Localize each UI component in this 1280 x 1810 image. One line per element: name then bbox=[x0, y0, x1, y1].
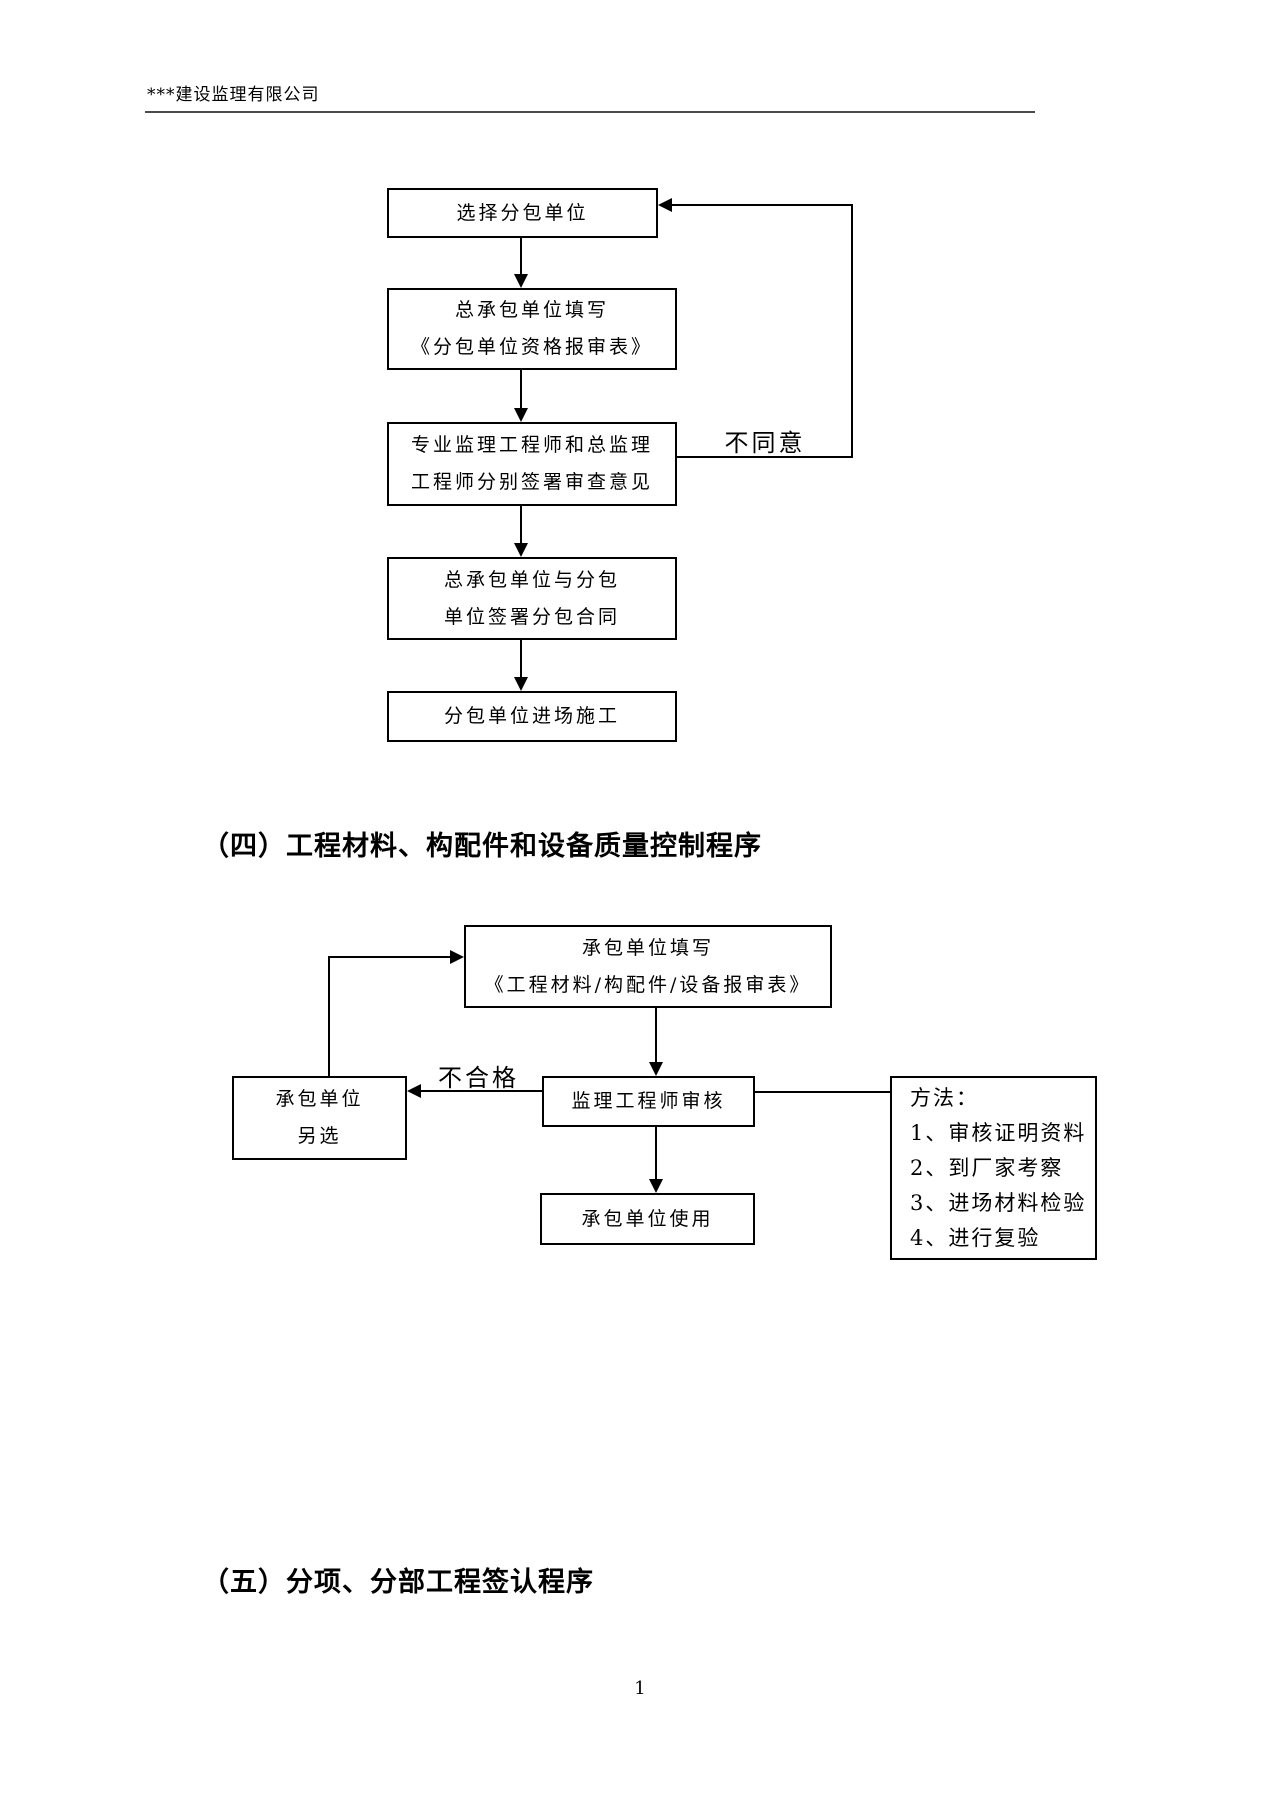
flow2-box-fill-material-form: 承包单位填写 《工程材料/构配件/设备报审表》 bbox=[464, 925, 832, 1008]
flow2-box-methods: 方法： 1、审核证明资料 2、到厂家考察 3、进场材料检验 4、进行复验 bbox=[890, 1076, 1097, 1260]
flow1-box-contract-line1: 总承包单位与分包 bbox=[443, 568, 620, 591]
flow1-box-contract-line2: 单位签署分包合同 bbox=[443, 605, 620, 628]
flow1-box-enter-site-label: 分包单位进场施工 bbox=[443, 705, 620, 727]
flow2-loop-vertical-line bbox=[328, 956, 330, 1076]
section-heading-4: （四）工程材料、构配件和设备质量控制程序 bbox=[202, 831, 762, 862]
header-rule bbox=[145, 111, 1035, 113]
flow1-arrow-down-3-icon bbox=[514, 543, 528, 557]
flow1-connector-1 bbox=[520, 238, 522, 276]
flow1-box-fill-line2: 《分包单位资格报审表》 bbox=[410, 336, 653, 358]
flow2-methods-item-4: 4、进行复验 bbox=[910, 1225, 1041, 1250]
flow1-edge-label-disagree: 不同意 bbox=[724, 429, 806, 457]
flow2-methods-item-1: 1、审核证明资料 bbox=[910, 1120, 1087, 1145]
flow1-box-engineer-review: 专业监理工程师和总监理 工程师分别签署审查意见 bbox=[387, 422, 677, 506]
flow2-box-engineer-review: 监理工程师审核 bbox=[542, 1076, 755, 1127]
flow1-box-sign-contract: 总承包单位与分包 单位签署分包合同 bbox=[387, 557, 677, 640]
flow1-loop-top-line bbox=[670, 204, 853, 206]
page-number: 1 bbox=[634, 1678, 646, 1699]
flow1-loop-vertical-line bbox=[851, 204, 853, 458]
flow2-arrow-down-1-icon bbox=[649, 1062, 663, 1076]
flow1-arrow-down-4-icon bbox=[514, 677, 528, 691]
flow2-edge-label-fail: 不合格 bbox=[438, 1064, 519, 1092]
flow1-arrow-down-2-icon bbox=[514, 408, 528, 422]
flow1-box-enter-site: 分包单位进场施工 bbox=[387, 691, 677, 742]
flow2-arrow-left-icon bbox=[407, 1084, 421, 1098]
flow1-box-fill-qualification-form: 总承包单位填写 《分包单位资格报审表》 bbox=[387, 288, 677, 370]
flow1-connector-2 bbox=[520, 370, 522, 408]
flow2-box-use-label: 承包单位使用 bbox=[581, 1207, 714, 1230]
flow2-fail-line bbox=[421, 1090, 542, 1092]
flow2-methods-item-3: 3、进场材料检验 bbox=[910, 1190, 1087, 1215]
flow2-box-reselect-contractor: 承包单位 另选 bbox=[232, 1076, 407, 1160]
flow2-box-reselect-line2: 另选 bbox=[297, 1125, 342, 1147]
section-heading-5: （五）分项、分部工程签认程序 bbox=[202, 1567, 594, 1598]
flow2-box-fill-line1: 承包单位填写 bbox=[581, 936, 714, 959]
flow1-box-fill-line1: 总承包单位填写 bbox=[454, 299, 609, 321]
flow2-connector-2 bbox=[655, 1127, 657, 1179]
flow1-box-review-line1: 专业监理工程师和总监理 bbox=[410, 434, 653, 456]
flow1-connector-3 bbox=[520, 506, 522, 543]
flow2-connector-1 bbox=[655, 1008, 657, 1062]
flow1-box-review-line2: 工程师分别签署审查意见 bbox=[410, 471, 653, 493]
flow1-box-select-label: 选择分包单位 bbox=[456, 201, 589, 224]
flow1-loop-bottom-line bbox=[677, 456, 853, 458]
flow1-box-select-subcontractor: 选择分包单位 bbox=[387, 188, 658, 238]
flow2-loop-top-line bbox=[328, 956, 450, 958]
flow1-arrow-left-icon bbox=[658, 198, 672, 212]
flow2-box-contractor-use: 承包单位使用 bbox=[540, 1193, 755, 1245]
flow2-methods-connector bbox=[755, 1091, 890, 1093]
flow2-methods-title: 方法： bbox=[910, 1085, 979, 1110]
flow2-box-reselect-line1: 承包单位 bbox=[275, 1088, 364, 1110]
header-company-name: ***建设监理有限公司 bbox=[147, 85, 320, 105]
flow2-box-fill-line2: 《工程材料/构配件/设备报审表》 bbox=[484, 973, 812, 996]
flow2-arrow-right-icon bbox=[450, 950, 464, 964]
flow2-arrow-down-2-icon bbox=[649, 1179, 663, 1193]
flow2-methods-item-2: 2、到厂家考察 bbox=[910, 1155, 1064, 1180]
flow2-box-review-label: 监理工程师审核 bbox=[571, 1090, 726, 1112]
flow1-connector-4 bbox=[520, 640, 522, 677]
flow1-arrow-down-1-icon bbox=[514, 274, 528, 288]
